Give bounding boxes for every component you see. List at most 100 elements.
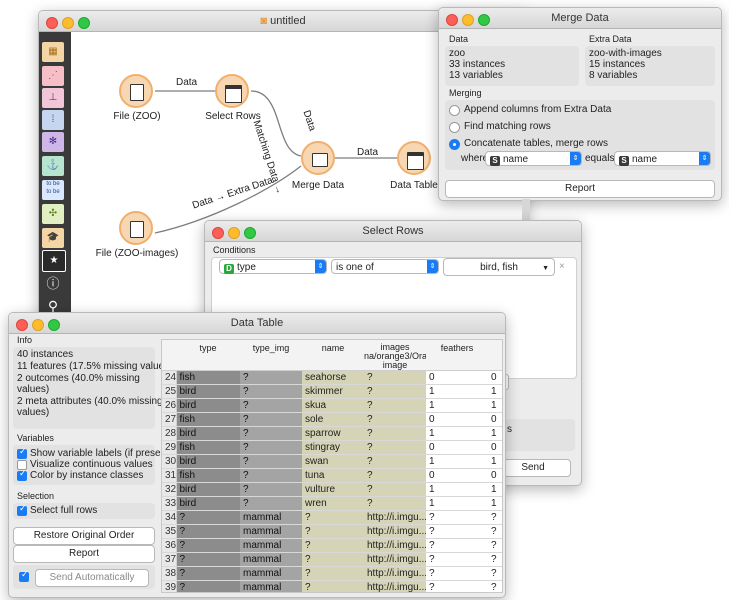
cell-next: ? [488, 580, 502, 592]
chevron-updown-icon: ⇕ [427, 260, 438, 273]
images-header-sub1: na/orange3/Orang [364, 352, 426, 361]
restore-order-button[interactable]: Restore Original Order [13, 527, 155, 545]
table-titlebar: Data Table [9, 313, 505, 334]
cell-images: ? [364, 426, 426, 441]
info-outcomes-2: values) [17, 384, 50, 395]
cell-next: 1 [488, 496, 502, 511]
row-number: 25 [162, 384, 177, 399]
table-report-button[interactable]: Report [13, 545, 155, 563]
cell-type-img: mammal [240, 538, 302, 553]
row-number: 32 [162, 482, 177, 497]
col-header-feathers[interactable]: feathers [440, 343, 474, 353]
data-category-icon[interactable]: ▦ [42, 42, 64, 62]
node-data-table[interactable] [397, 141, 431, 175]
table-row[interactable]: 34?mammal?http://i.imgu...?? [162, 510, 502, 525]
row-number: 30 [162, 454, 177, 469]
table-row[interactable]: 37?mammal?http://i.imgu...?? [162, 552, 502, 567]
link-images-to-merge[interactable] [154, 165, 302, 234]
zoom-button[interactable] [48, 319, 60, 331]
cell-images: ? [364, 468, 426, 483]
table-row[interactable]: 38?mammal?http://i.imgu...?? [162, 566, 502, 581]
zoom-button[interactable] [478, 14, 490, 26]
send-automatically-button[interactable]: Send Automatically [35, 569, 149, 587]
search-category-icon[interactable]: ⚲ [42, 296, 64, 316]
condition-variable: type [237, 262, 256, 273]
extra-instances: 15 instances [589, 59, 646, 70]
send-button[interactable]: Send [495, 459, 571, 477]
chk-visualize-text: Visualize continuous values [30, 459, 153, 470]
visualize-category-icon[interactable]: ⋰ [42, 66, 64, 86]
chk-send-automatically[interactable] [19, 570, 29, 582]
condition-operator-select[interactable]: is one of⇕ [331, 259, 439, 274]
table-row[interactable]: 35?mammal?http://i.imgu...?? [162, 524, 502, 539]
condition-values-select[interactable]: bird, fish▼ [443, 258, 555, 276]
info-category-icon[interactable]: ⓘ [42, 274, 64, 294]
link-select-to-merge[interactable] [250, 90, 302, 157]
cell-images: ? [364, 482, 426, 497]
node-select-rows[interactable] [215, 74, 249, 108]
radio-concat[interactable] [449, 139, 460, 150]
s-text: s [507, 424, 512, 435]
node-file-zoo-images[interactable] [119, 211, 153, 245]
data-header: Data [449, 34, 469, 44]
table-row[interactable]: 39?mammal?http://i.imgu...?? [162, 580, 502, 592]
close-button[interactable] [446, 14, 458, 26]
cell-feathers: 0 [426, 412, 488, 427]
evaluate-category-icon[interactable]: ⁞ [42, 110, 64, 130]
chk-show-labels[interactable] [17, 447, 27, 459]
report-button[interactable]: Report [445, 180, 715, 198]
education-category-icon[interactable]: 🎓 [42, 228, 64, 248]
chk-color[interactable] [17, 469, 27, 481]
cell-feathers: ? [426, 552, 488, 567]
close-button[interactable] [46, 17, 58, 29]
close-button[interactable] [212, 227, 224, 239]
chk-select-full-rows[interactable] [17, 504, 27, 516]
radio-find[interactable] [449, 122, 460, 133]
table-row[interactable]: 36?mammal?http://i.imgu...?? [162, 538, 502, 553]
remove-condition-icon[interactable]: × [559, 261, 565, 272]
unsupervised-category-icon[interactable]: ✻ [42, 132, 64, 152]
chevron-updown-icon: ⇕ [699, 152, 710, 165]
minimize-button[interactable] [32, 319, 44, 331]
zoom-button[interactable] [244, 227, 256, 239]
cell-type: bird [176, 454, 240, 469]
cell-name: wren [302, 496, 364, 511]
col-header-type-img[interactable]: type_img [252, 343, 290, 353]
node-label-file-zoo-images: File (ZOO-images) [95, 248, 179, 259]
node-file-zoo[interactable] [119, 74, 153, 108]
bioinformatics-category-icon[interactable]: ⚓ [42, 156, 64, 176]
node-merge-data[interactable] [301, 141, 335, 175]
minimize-button[interactable] [228, 227, 240, 239]
zoom-button[interactable] [78, 17, 90, 29]
minimize-button[interactable] [462, 14, 474, 26]
col-header-type[interactable]: type [199, 343, 217, 353]
file-icon [130, 221, 144, 238]
network-category-icon[interactable]: ✣ [42, 204, 64, 224]
col-header-images[interactable]: images na/orange3/Orang image [364, 343, 426, 370]
col-header-name[interactable]: name [321, 343, 345, 353]
cell-type: fish [176, 412, 240, 427]
favorites-category-icon[interactable]: ★ [42, 250, 66, 272]
info-meta-2: values) [17, 407, 50, 418]
extra-data-info-box [585, 46, 715, 86]
model-category-icon[interactable]: ⊥ [42, 88, 64, 108]
radio-append[interactable] [449, 105, 460, 116]
discrete-var-icon: D [224, 264, 234, 274]
close-button[interactable] [16, 319, 28, 331]
equals-label: equals [585, 153, 615, 164]
minimize-button[interactable] [62, 17, 74, 29]
